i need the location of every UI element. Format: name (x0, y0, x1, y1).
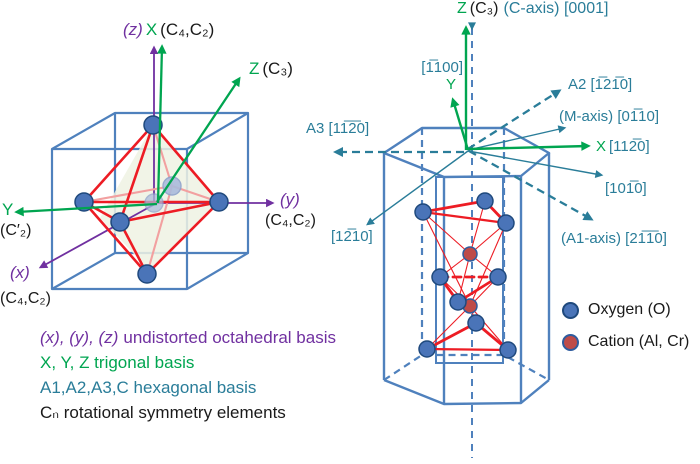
label-dir-1100: [1̅100] (421, 59, 463, 76)
label-c-axis: Z(C₃)(C-axis) [0001] (457, 0, 609, 18)
label-a2-axis: A2 [1̅21̅0] (568, 76, 633, 93)
c-axis-z: Z (457, 0, 467, 17)
x-hex-letter: X (596, 138, 607, 155)
x-trig-axis (156, 44, 167, 204)
hex-back-verticals (420, 128, 506, 355)
label-Y-trig: Y (2, 200, 14, 219)
cation-atom (462, 246, 478, 262)
c-axis-dir: (C-axis) [0001] (503, 0, 609, 17)
label-dir-1010: [101̅0] (605, 180, 647, 197)
x-oct-axis (38, 203, 156, 269)
label-dir-1210: [12̅10] (331, 228, 373, 245)
oxygen-atom (431, 268, 449, 286)
hex-bottom-back (383, 353, 550, 381)
oxygen-atom-front (110, 212, 130, 232)
m-axis-arrow (467, 125, 567, 151)
label-Y-hex: Y (446, 76, 457, 93)
oxygen-atom-left (74, 192, 94, 212)
caption-trigonal-basis: X, Y, Z trigonal basis (40, 352, 195, 372)
oxygen-atom-bottom (137, 264, 157, 284)
label-z-x-axis: (z)X(C₄,C₂) (123, 21, 214, 39)
label-C2-prime: (C′₂) (0, 222, 32, 239)
x-trig-arrow (468, 141, 591, 151)
z-oct-label: (z) (123, 20, 143, 39)
cube-edges (50, 111, 250, 291)
hexagonal-cell (382, 22, 551, 458)
oxygen-atom (497, 214, 515, 232)
cation-legend-label: Cation (Al, Cr) (588, 333, 690, 350)
z-trig-letter: Z (249, 59, 260, 78)
oxygen-atom-right (209, 192, 229, 212)
dir-1010-arrow (467, 150, 604, 178)
z-trig-sym: (C₃) (262, 59, 293, 78)
label-x-oct: (x) (10, 263, 30, 282)
legend-oxygen: Oxygen (O) (562, 301, 671, 319)
label-m-axis: (M-axis) [01̅10] (559, 108, 660, 125)
caption-octahedral-basis: (x), (y), (z)undistorted octahedral basi… (40, 329, 336, 347)
oxygen-atom (499, 341, 517, 359)
dir-1210-arrow (366, 150, 469, 226)
oxygen-atom-top (143, 115, 163, 135)
cubic-cell (50, 111, 250, 291)
oxygen-atom (467, 314, 485, 332)
label-x-hex: X[112̅0] (596, 139, 650, 155)
label-y-oct: (y) (280, 190, 300, 209)
y-trig-arrow (450, 97, 470, 151)
a1-axis-arrow (468, 149, 594, 221)
caption-hexagonal-basis: A1,A2,A3,C hexagonal basis (40, 377, 257, 397)
inner-unit-cell-box (435, 176, 504, 364)
hex-bottom-front (383, 378, 550, 406)
x-trig-label: X (145, 20, 158, 39)
a2-axis-arrow (467, 89, 562, 150)
trigonal-axes-green (14, 44, 241, 217)
label-a3-axis: A3 [11̅2̅0] (306, 120, 370, 137)
label-x-symmetry: (C₄,C₂) (0, 290, 51, 307)
z-symmetry-label: (C₄,C₂) (160, 20, 215, 39)
caption-symmetry-elements: Cₙ rotational symmetry elements (40, 402, 286, 422)
hexagonal-axes (333, 25, 604, 226)
y-trig-axis (14, 202, 158, 217)
figure-caption: (x), (y), (z)undistorted octahedral basi… (40, 329, 336, 428)
hex-front-verticals (382, 153, 551, 404)
caption-oct-vars: (x), (y), (z) (40, 328, 119, 347)
cation-legend-icon (562, 333, 579, 351)
oxygen-legend-icon (562, 301, 579, 319)
legend-cation: Cation (Al, Cr) (562, 333, 689, 351)
x-hex-dir: [112̅0] (609, 138, 650, 155)
label-y-symmetry: (C₄,C₂) (265, 212, 316, 229)
c-axis-sym: (C₃) (469, 0, 499, 17)
label-Z-C3: Z(C₃) (249, 60, 293, 78)
oxygen-atom (414, 203, 432, 221)
caption-oct-rest: undistorted octahedral basis (123, 328, 336, 347)
oxygen-atom (449, 293, 467, 311)
hex-atoms (414, 192, 517, 359)
label-a1-axis: (A1-axis) [21̅1̅0] (561, 230, 667, 247)
oxygen-atom (418, 340, 436, 358)
oxygen-atom (476, 192, 494, 210)
oxygen-atom-back (162, 176, 182, 196)
oxygen-atom (489, 268, 507, 286)
z-trig-axis (156, 76, 241, 203)
octahedron-atoms (74, 115, 229, 284)
oxygen-legend-label: Oxygen (O) (588, 301, 671, 318)
